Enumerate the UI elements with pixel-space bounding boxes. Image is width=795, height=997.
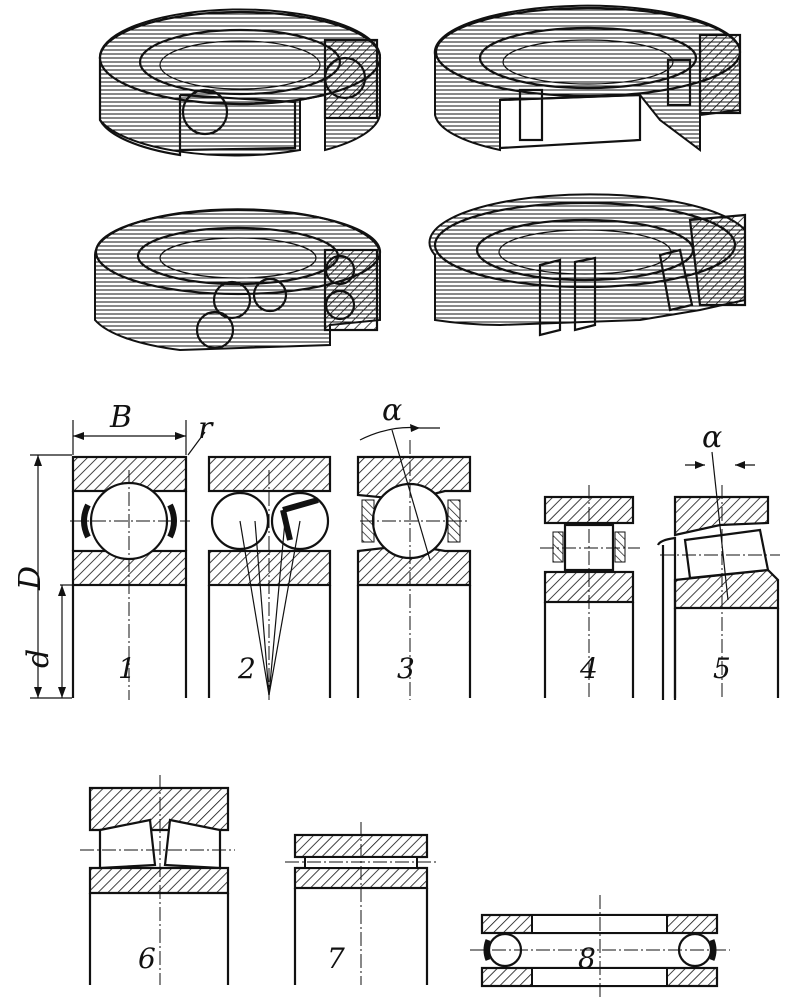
figure-number-8: 8 [578,942,596,975]
cutaway-cylindrical-roller-bearing [433,4,742,152]
section-fig1-ball-bearing [70,455,190,700]
section-fig7-needle-roller [285,822,437,985]
dimensions-fig1 [30,420,206,699]
label-r: r [198,411,214,446]
cutaway-ball-bearing [98,8,382,157]
figure-number-1: 1 [118,652,136,685]
section-fig2-self-aligning [207,455,332,700]
section-fig3-angular-contact [356,424,472,700]
cutaway-self-aligning-ball-bearing [94,208,382,352]
label-B: B [109,400,132,435]
section-fig5-tapered-roller [656,451,780,700]
label-alpha-fig3: α [382,393,402,428]
figure-number-5: 5 [713,652,731,685]
label-D: D [13,566,48,591]
label-d: d [21,649,56,668]
figure-number-6: 6 [138,942,156,975]
label-alpha-fig5: α [702,420,722,455]
figure-number-7: 7 [327,942,345,975]
figure-number-4: 4 [579,652,598,685]
section-fig4-cylindrical-roller [540,485,640,700]
figure-number-2: 2 [237,652,256,685]
figure-number-3: 3 [397,652,415,685]
section-fig8-thrust-ball [470,895,730,997]
cutaway-tapered-roller-bearing [428,193,747,337]
section-fig6-spherical-roller [80,775,235,985]
